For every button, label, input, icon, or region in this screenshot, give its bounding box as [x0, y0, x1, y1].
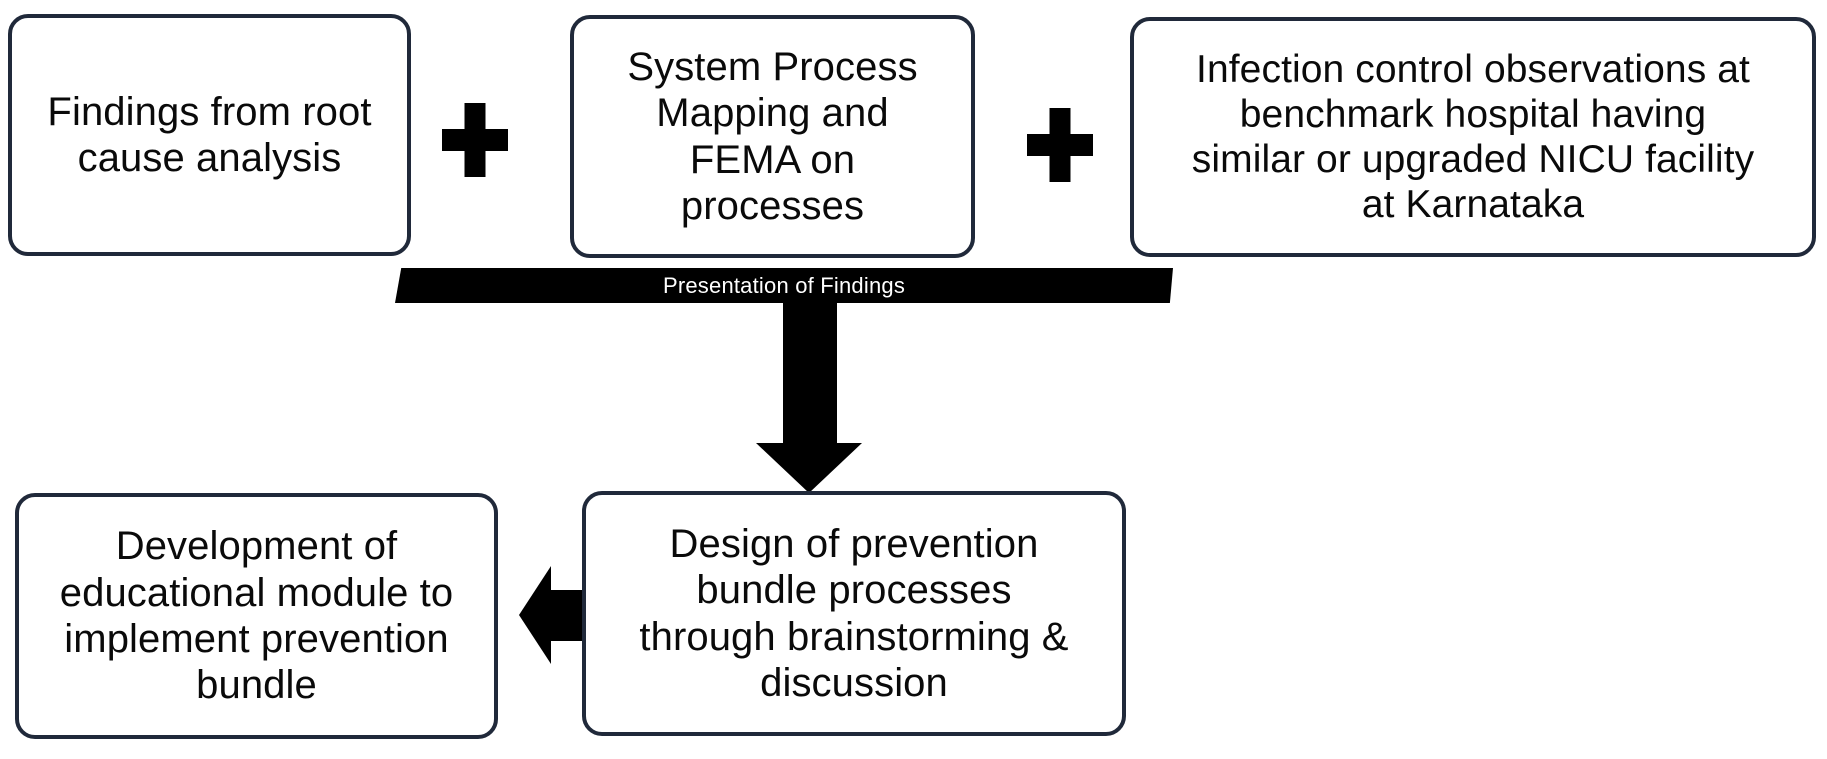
process-box-benchmark-observations[interactable]: Infection control observations at benchm…	[1130, 17, 1816, 257]
left-arrow-head	[519, 566, 551, 664]
process-box-design-prevention-bundle[interactable]: Design of prevention bundle processes th…	[582, 491, 1126, 736]
left-arrow-shaft	[546, 590, 584, 641]
process-box-design-prevention-bundle-label: Design of prevention bundle processes th…	[639, 521, 1069, 705]
process-box-benchmark-observations-label: Infection control observations at benchm…	[1191, 47, 1755, 227]
presentation-of-findings-banner-label: Presentation of Findings	[662, 272, 906, 298]
process-box-system-process-mapping[interactable]: System Process Mapping and FEMA on proce…	[570, 15, 975, 258]
plus-icon-horizontal-bar	[1027, 134, 1093, 156]
plus-icon	[1027, 108, 1093, 182]
down-arrow-icon	[756, 303, 862, 493]
left-arrow-icon	[519, 566, 584, 664]
process-box-root-cause[interactable]: Findings from root cause analysis	[8, 14, 411, 256]
process-box-system-process-mapping-label: System Process Mapping and FEMA on proce…	[627, 44, 918, 228]
down-arrow-head	[756, 443, 862, 493]
presentation-of-findings-banner: Presentation of Findings	[395, 268, 1173, 303]
process-box-educational-module[interactable]: Development of educational module to imp…	[15, 493, 498, 739]
down-arrow-shaft	[783, 303, 837, 448]
plus-icon	[442, 103, 508, 177]
process-box-root-cause-label: Findings from root cause analysis	[47, 89, 372, 180]
plus-icon-horizontal-bar	[442, 129, 508, 151]
process-box-educational-module-label: Development of educational module to imp…	[59, 524, 454, 708]
